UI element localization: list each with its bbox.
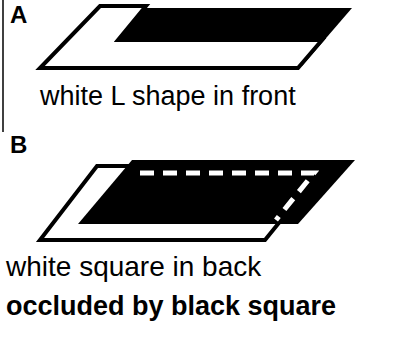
black-square — [78, 160, 355, 224]
white-l-shape — [40, 6, 322, 68]
occluded-edge — [140, 173, 314, 220]
panel-caption: white square in back — [6, 252, 261, 283]
panel-caption: occluded by black square — [6, 292, 336, 322]
panel-letter: B — [10, 132, 27, 158]
panel-caption: white L shape in front — [40, 82, 296, 112]
panel-rule — [2, 0, 4, 132]
panel-letter: A — [10, 2, 27, 28]
